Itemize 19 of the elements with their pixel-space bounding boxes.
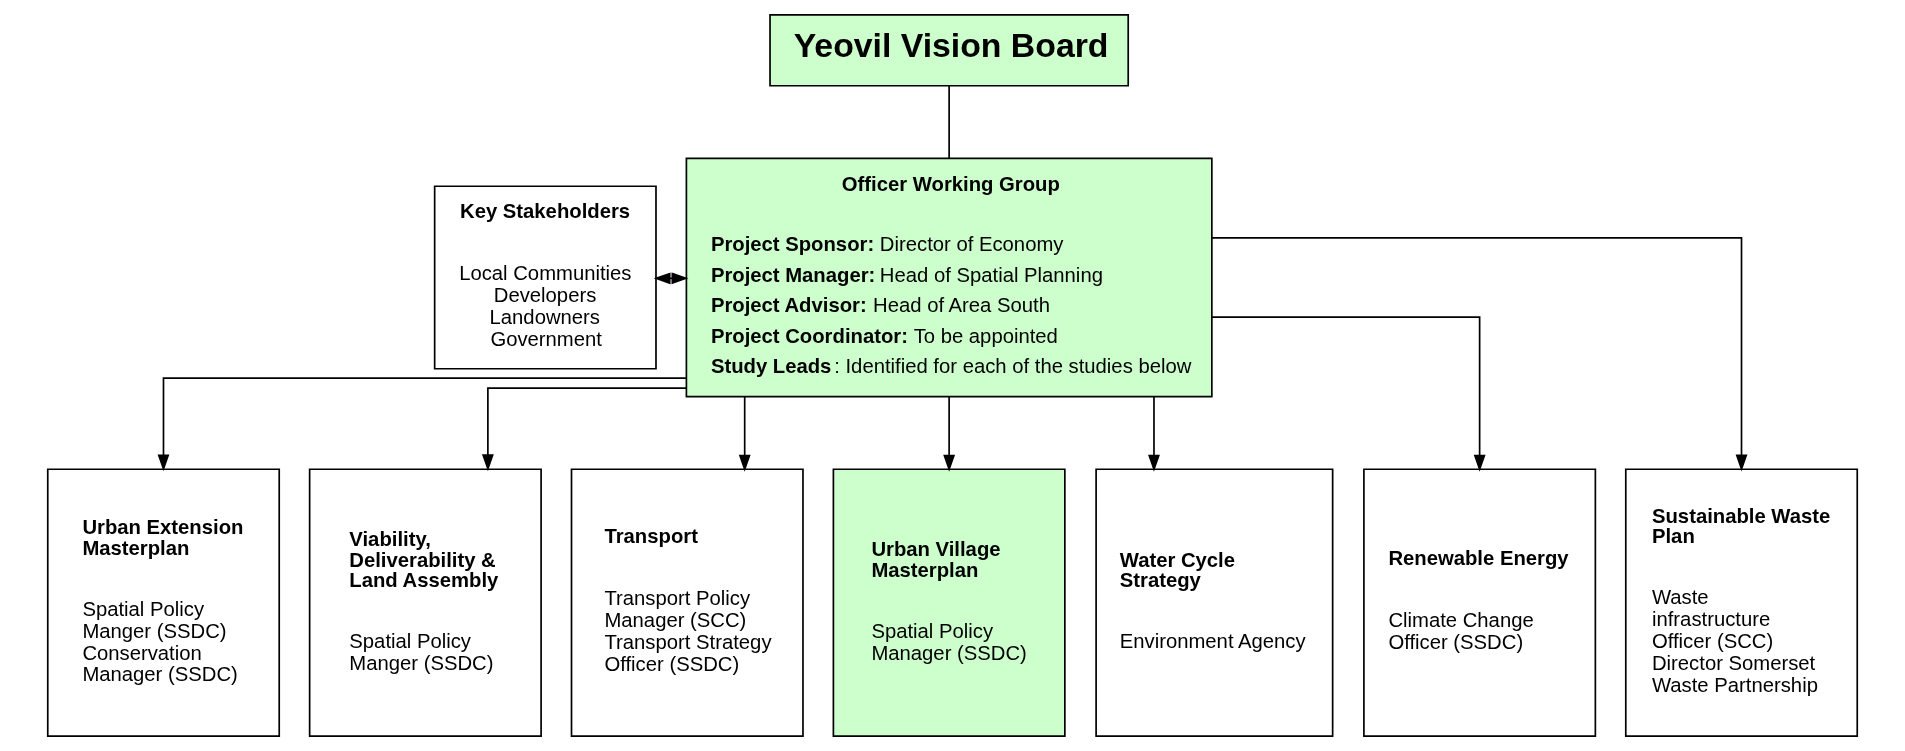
node-box: Urban Extension Masterplan Spatial Policy Manger (SSDC) Conservation Manager (SSDC) bbox=[46, 468, 281, 738]
arrow bbox=[1148, 395, 1160, 472]
node-box: Key Stakeholders Local Communities Developers Landowners Government bbox=[433, 185, 657, 370]
node-box: Urban Village Masterplan Spatial Policy Manager (SSDC) bbox=[832, 468, 1066, 738]
arrow bbox=[943, 395, 956, 472]
node-box: Viability, Deliverability & Land Assembly Spatial Policy Manger (SSDC) bbox=[308, 468, 542, 738]
node-box: Water Cycle Strategy Environment Agency bbox=[1095, 468, 1334, 738]
node-box: Sustainable Waste Plan Waste infrastructure Officer (SCC) Director Somerset Waste Partnership bbox=[1624, 468, 1859, 738]
arrow bbox=[481, 387, 687, 472]
arrow bbox=[1211, 316, 1486, 472]
arrow bbox=[653, 272, 689, 285]
arrow bbox=[738, 395, 751, 472]
connector bbox=[948, 84, 950, 159]
node-box: Officer Working Group Project Sponsor: Director of Economy Project Manager: Head of Spatial Planning Project Advisor: Head of Area South Project Coordinator: To be appointed Study Leads: Identified for each of the studies below bbox=[685, 157, 1213, 398]
arrow bbox=[157, 377, 687, 472]
node-box: Yeovil Vision Board bbox=[769, 13, 1130, 87]
node-box: Transport Transport Policy Manager (SCC) Transport Strategy Officer (SSDC) bbox=[570, 468, 804, 738]
node-box: Renewable Energy Climate Change Officer (SSDC) bbox=[1363, 468, 1597, 738]
arrow bbox=[1211, 236, 1748, 472]
